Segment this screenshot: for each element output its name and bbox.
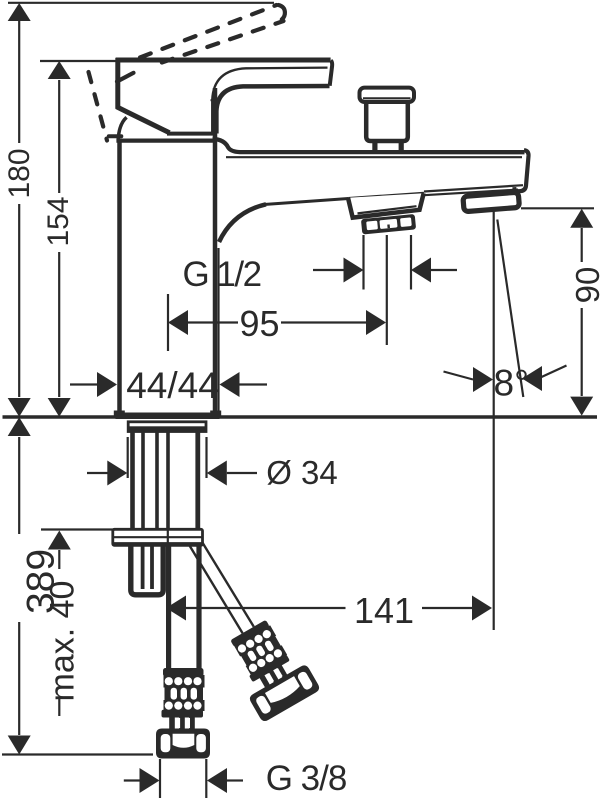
svg-text:389: 389 (20, 549, 63, 614)
svg-text:G 1/2: G 1/2 (182, 255, 260, 294)
svg-text:141: 141 (354, 590, 414, 631)
svg-text:154: 154 (42, 196, 75, 246)
svg-text:180: 180 (3, 148, 36, 198)
svg-text:95: 95 (239, 303, 279, 344)
svg-text:8°: 8° (494, 363, 529, 404)
svg-text:G 3/8: G 3/8 (266, 759, 347, 798)
svg-text:Ø 34: Ø 34 (266, 454, 338, 491)
svg-text:44/44: 44/44 (126, 365, 219, 406)
svg-text:90: 90 (569, 267, 601, 304)
svg-text:max. 40: max. 40 (44, 581, 82, 702)
